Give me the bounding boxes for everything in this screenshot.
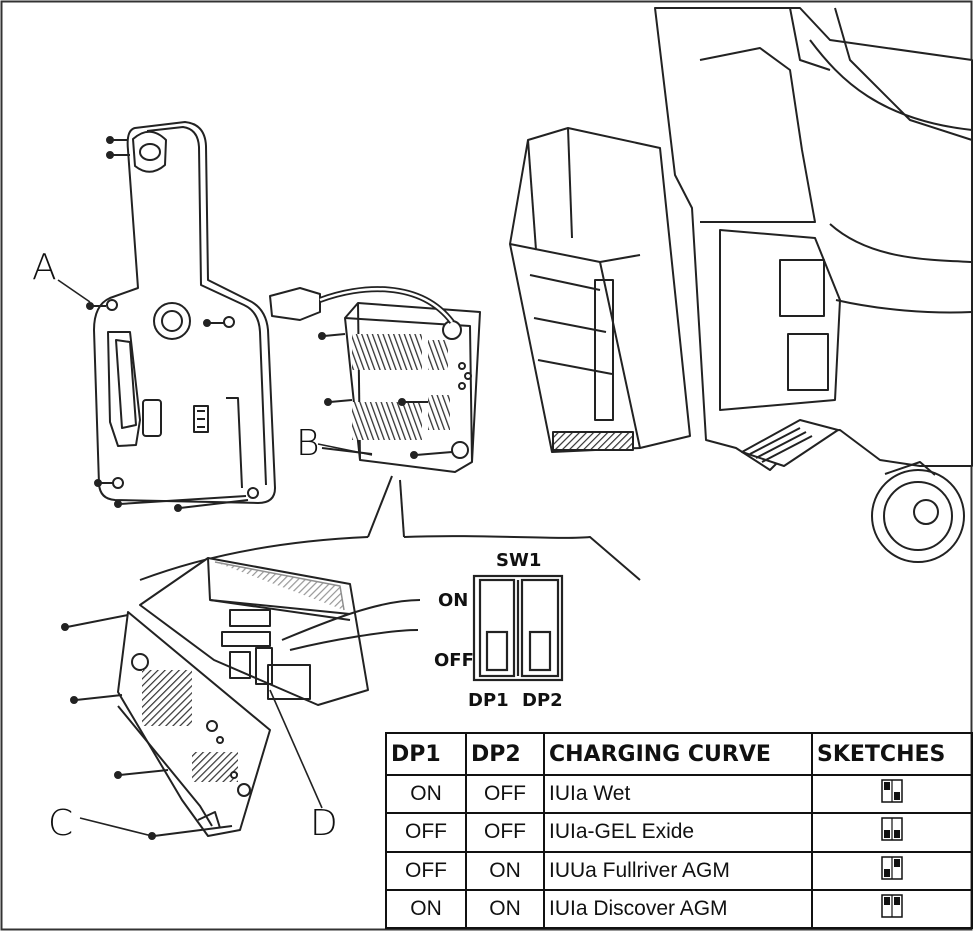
dip-switch-sketch-icon	[881, 779, 903, 803]
cell-dp2: ON	[465, 850, 545, 891]
cell-charging-curve: IUUa Fullriver AGM	[543, 850, 813, 891]
dip-switch-sketch-icon	[881, 817, 903, 842]
callout-b: B	[296, 423, 320, 464]
switch-off-mark	[894, 792, 900, 801]
charger-screws	[318, 332, 453, 459]
cell-dp1: OFF	[385, 850, 467, 891]
mounting-plate	[93, 121, 276, 504]
cell-charging-curve: IUIa Wet	[543, 773, 813, 815]
cell-charging-curve: IUIa-GEL Exide	[543, 812, 813, 853]
zoom-lines	[139, 475, 641, 581]
dip-switch-sketch-icon	[881, 855, 903, 880]
cell-sketch	[811, 812, 973, 853]
sw1-off-label: OFF	[434, 650, 474, 671]
cell-sketch	[811, 888, 973, 930]
callout-d: D	[310, 803, 338, 844]
switch-on-mark	[894, 858, 900, 867]
switch-off-mark	[894, 830, 900, 839]
switch-on-mark	[884, 782, 890, 791]
machine-body	[654, 7, 973, 563]
dip-switch-sketch-icon	[881, 894, 903, 918]
switch-off-mark	[884, 868, 890, 877]
header-dp2: DP2	[465, 732, 545, 776]
sw1-dp2-label: DP2	[522, 690, 563, 711]
cell-dp1: OFF	[385, 812, 467, 853]
cell-dp2: ON	[465, 888, 545, 930]
header-sketches: SKETCHES	[811, 732, 973, 776]
cell-dp1: ON	[385, 773, 467, 815]
cell-sketch	[811, 850, 973, 891]
sw1-on-label: ON	[438, 590, 469, 611]
plate-screws	[86, 136, 249, 512]
detail-charger	[139, 557, 421, 706]
cell-charging-curve: IUIa Discover AGM	[543, 888, 813, 930]
header-charging-curve: CHARGING CURVE	[543, 732, 813, 776]
cell-dp2: OFF	[465, 773, 545, 815]
sw1-dp1-label: DP1	[468, 690, 509, 711]
callout-c: C	[48, 803, 74, 844]
detail-cover-plate	[117, 611, 271, 837]
switch-on-mark	[894, 896, 900, 905]
switch-on-mark	[884, 896, 890, 905]
detail-screws	[61, 614, 233, 840]
bracket-box	[509, 127, 691, 453]
cell-dp1: ON	[385, 888, 467, 930]
leader-lines	[57, 279, 373, 837]
sw1-title: SW1	[496, 550, 542, 571]
charger-unit	[269, 286, 481, 473]
header-dp1: DP1	[385, 732, 467, 776]
switch-off-mark	[884, 830, 890, 839]
sw1-switch	[472, 574, 564, 682]
cell-sketch	[811, 773, 973, 815]
table-header-row: DP1 DP2 CHARGING CURVE SKETCHES	[385, 732, 973, 776]
callout-a: A	[32, 247, 57, 288]
cell-dp2: OFF	[465, 812, 545, 853]
